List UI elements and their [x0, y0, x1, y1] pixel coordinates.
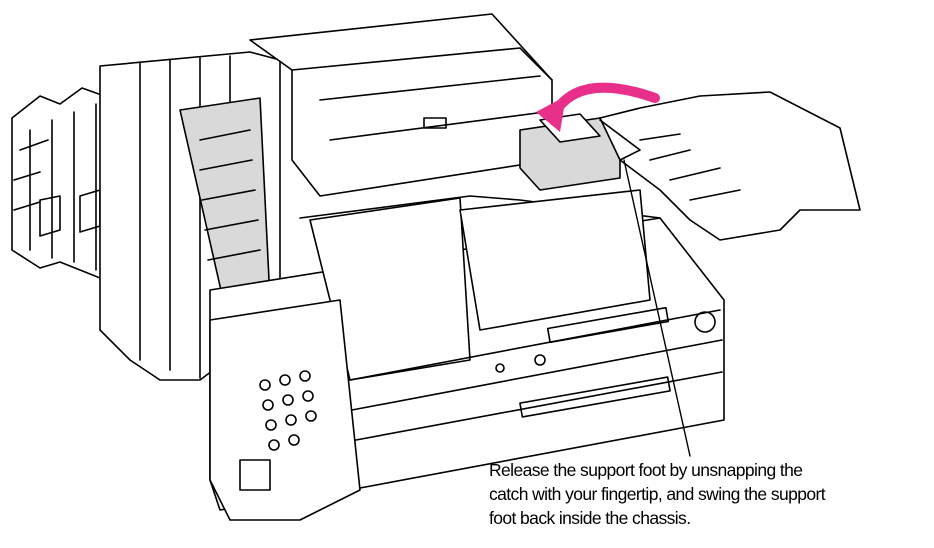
- power-supply: [249, 13, 553, 197]
- hand-icon: [599, 91, 861, 241]
- front-bezel: [209, 299, 361, 521]
- caption: Release the support foot by unsnapping t…: [489, 458, 929, 530]
- caption-line-1: Release the support foot by unsnapping t…: [489, 460, 803, 480]
- callout-line: [623, 159, 691, 457]
- caption-line-2: catch with your fingertip, and swing the…: [489, 484, 826, 504]
- caption-line-3: foot back inside the chassis.: [489, 508, 691, 528]
- curved-arrow-icon: [536, 82, 660, 132]
